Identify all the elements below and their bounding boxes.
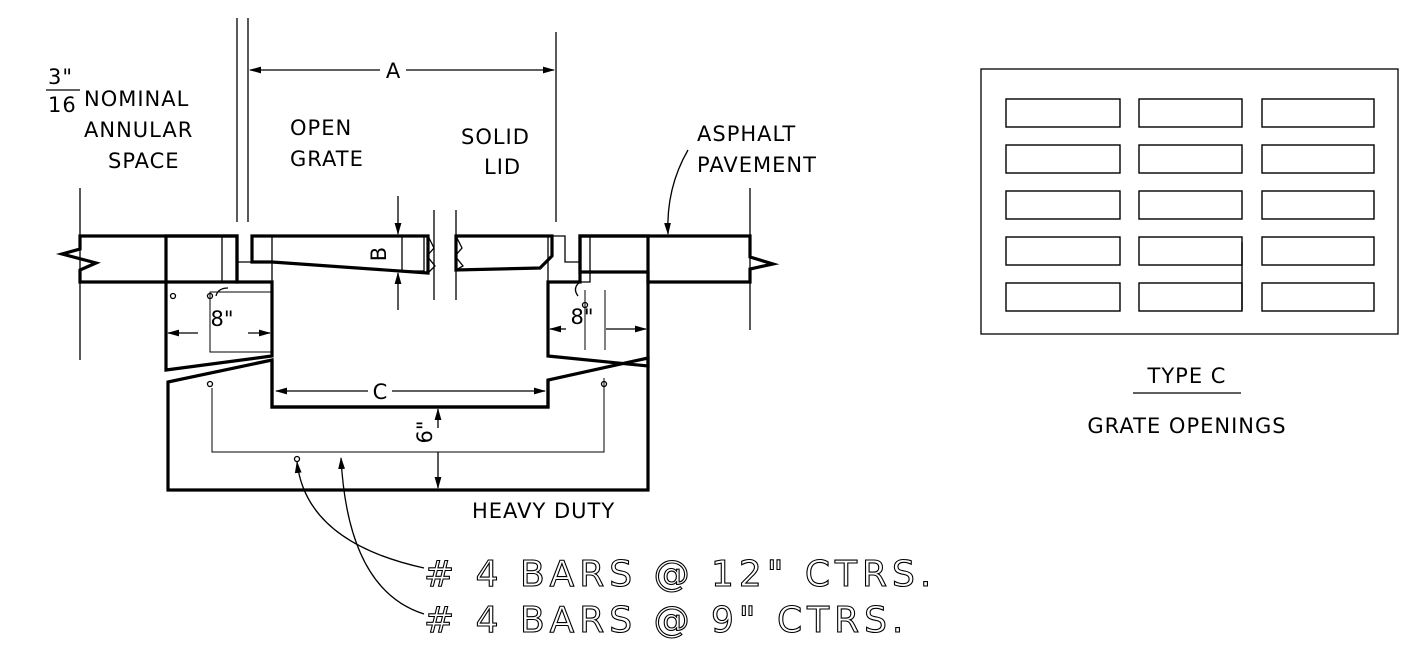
annular-space-label: 3" 16 NOMINAL ANNULAR SPACE xyxy=(46,65,193,173)
floor-label: 6" xyxy=(413,420,437,443)
pavement-text: PAVEMENT xyxy=(697,153,817,177)
bars-12-text: # 4 BARS @ 12" CTRS. xyxy=(424,554,936,595)
dimension-b: B xyxy=(367,196,402,310)
dimension-c-label: C xyxy=(373,380,388,404)
rebar-dot xyxy=(169,292,177,300)
concrete-wall-left xyxy=(164,234,274,372)
open-grate-label: OPEN GRATE xyxy=(290,116,364,171)
rebar-dot xyxy=(206,292,214,300)
asphalt-pavement-left xyxy=(55,234,239,284)
grate-opening-slot xyxy=(1261,144,1375,174)
rebar-callout: # 4 BARS @ 12" CTRS. # 4 BARS @ 9" CTRS. xyxy=(294,457,936,642)
asphalt-text: ASPHALT xyxy=(697,122,796,146)
grate-openings-grid xyxy=(1005,98,1375,312)
asphalt-pavement-label: ASPHALT PAVEMENT xyxy=(664,122,817,235)
grate-opening-slot xyxy=(1261,282,1375,312)
base-slab xyxy=(166,356,650,492)
dimension-c: C xyxy=(275,380,546,404)
bars-9-text: # 4 BARS @ 9" CTRS. xyxy=(424,600,908,641)
solid-lid-label: SOLID LID xyxy=(461,125,530,179)
frame-right xyxy=(547,235,591,283)
solid-lid xyxy=(454,234,554,272)
grate-openings-caption: GRATE OPENINGS xyxy=(1087,414,1286,438)
rebar-dot xyxy=(293,455,301,463)
fraction-numerator: 3" xyxy=(48,65,73,89)
fraction-denominator: 16 xyxy=(48,93,77,117)
dimension-a-label: A xyxy=(386,59,401,83)
grate-opening-slot xyxy=(1138,282,1243,312)
space-text: SPACE xyxy=(108,149,180,173)
grate-opening-slot xyxy=(1005,236,1121,266)
rebar-dot xyxy=(600,380,608,388)
frame-left xyxy=(221,235,273,283)
dimension-a: A xyxy=(236,18,557,222)
grate-text: GRATE xyxy=(290,147,364,171)
nominal-text: NOMINAL xyxy=(84,87,189,111)
lid-text: LID xyxy=(484,155,521,179)
open-grate xyxy=(250,234,436,275)
concrete-wall-right xyxy=(546,234,650,368)
grate-opening-slot xyxy=(1138,190,1243,220)
grate-opening-slot xyxy=(1261,236,1375,266)
grate-opening-slot xyxy=(1005,282,1121,312)
dimension-wall-right: 8" xyxy=(549,281,647,333)
dimension-floor: 6" xyxy=(413,408,442,489)
wall-left-label: 8" xyxy=(210,307,233,331)
grate-opening-slot xyxy=(1261,98,1375,128)
solid-text: SOLID xyxy=(461,125,530,149)
dimension-wall-left: 8" xyxy=(167,287,271,337)
asphalt-pavement-right xyxy=(578,234,780,284)
open-text: OPEN xyxy=(290,116,352,140)
rebar-dot xyxy=(206,380,214,388)
type-c-grate: TYPE C GRATE OPENINGS xyxy=(980,68,1399,438)
dimension-b-label: B xyxy=(367,247,391,261)
wall-right-label: 8" xyxy=(570,305,593,329)
grate-opening-slot xyxy=(1261,190,1375,220)
type-c-title: TYPE C xyxy=(1147,364,1227,388)
grate-opening-slot xyxy=(1138,144,1243,174)
annular-text: ANNULAR xyxy=(84,118,193,142)
heavy-duty-label: HEAVY DUTY xyxy=(472,499,615,523)
grate-opening-slot xyxy=(1138,236,1243,266)
grate-opening-slot xyxy=(1005,144,1121,174)
grate-opening-slot xyxy=(1005,98,1121,128)
rebar-dot xyxy=(581,301,589,309)
grate-opening-slot xyxy=(1005,190,1121,220)
grate-frame xyxy=(980,68,1399,335)
grate-opening-slot xyxy=(1138,98,1243,128)
